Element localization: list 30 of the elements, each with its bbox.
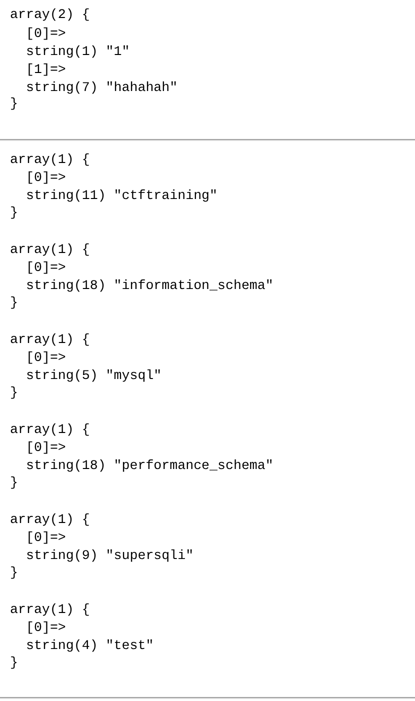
code-line: string(1) "1" <box>26 44 130 60</box>
code-line: string(11) "ctftraining" <box>26 188 218 204</box>
code-line: string(18) "performance_schema" <box>26 458 274 474</box>
code-line: array(2) { <box>10 7 90 23</box>
code-line: array(1) { <box>10 332 90 348</box>
code-line: [0]=> <box>26 170 66 186</box>
code-line: [0]=> <box>26 620 66 636</box>
code-line: string(9) "supersqli" <box>26 548 194 564</box>
code-line: [1]=> <box>26 62 66 78</box>
code-line: [0]=> <box>26 260 66 276</box>
code-line: array(1) { <box>10 602 90 618</box>
code-line: } <box>10 96 18 112</box>
code-line: array(1) { <box>10 422 90 438</box>
code-line: [0]=> <box>26 530 66 546</box>
code-line: array(1) { <box>10 512 90 528</box>
code-line: } <box>10 385 18 401</box>
code-line: array(1) { <box>10 152 90 168</box>
code-line: } <box>10 475 18 491</box>
code-line: } <box>10 655 18 671</box>
code-line: [0]=> <box>26 440 66 456</box>
code-line: string(5) "mysql" <box>26 368 162 384</box>
code-line: [0]=> <box>26 350 66 366</box>
code-line: string(18) "information_schema" <box>26 278 274 294</box>
code-line: array(1) { <box>10 242 90 258</box>
code-line: } <box>10 295 18 311</box>
code-line: string(4) "test" <box>26 638 154 654</box>
code-line: [0]=> <box>26 26 66 42</box>
code-line: } <box>10 205 18 221</box>
code-line: } <box>10 565 18 581</box>
code-line: string(7) "hahahah" <box>26 80 178 96</box>
